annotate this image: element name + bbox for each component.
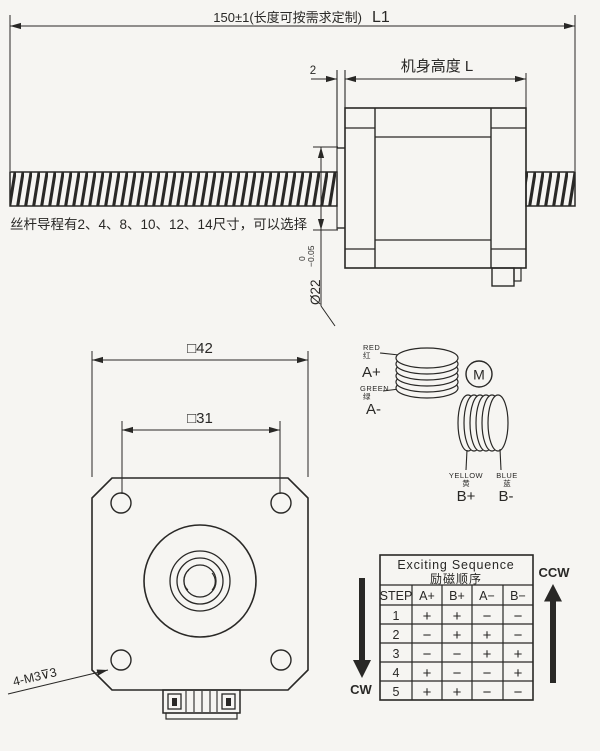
wire-red-label: RED [363, 343, 380, 352]
mounting-hole-bottom-right [270, 649, 292, 671]
wire-b-minus [499, 448, 502, 471]
svg-text:−: − [483, 608, 492, 625]
svg-text:−: − [453, 665, 462, 682]
svg-text:4-M3⊽3: 4-M3⊽3 [12, 665, 59, 689]
sequence-row-1: 1 + + − − [393, 608, 523, 625]
dim-shaft-diameter [313, 146, 338, 327]
phase-b-plus-label: B+ [457, 488, 476, 505]
svg-text:2: 2 [393, 628, 400, 642]
wire-a-plus [379, 352, 400, 356]
ccw-label: CCW [538, 565, 570, 580]
lead-screw-rear-end [525, 171, 576, 207]
svg-text:4: 4 [393, 666, 400, 680]
svg-text:+: + [514, 646, 523, 663]
dim-hole-spacing-label: □31 [187, 410, 213, 427]
svg-text:+: + [453, 608, 462, 625]
col-header-b-plus: B+ [449, 589, 465, 603]
svg-text:−: − [514, 684, 523, 701]
svg-text:+: + [453, 684, 462, 701]
wire-red-cn-label: 红 [363, 350, 371, 360]
sequence-title-en: Exciting Sequence [397, 558, 514, 572]
dim-overall-length [9, 15, 576, 171]
dim-face-size [91, 351, 309, 477]
dim-body-height-label: 机身高度 L [401, 58, 474, 75]
svg-text:+: + [423, 608, 432, 625]
dim-l1-label: L1 [372, 9, 390, 26]
ccw-arrow-icon [544, 584, 562, 683]
motor-front-view [7, 351, 309, 720]
wire-blue-cn-label: 蓝 [503, 478, 511, 488]
dim-hole-spacing [121, 421, 281, 494]
mounting-hole-top-left [110, 492, 132, 514]
dim-body-height [345, 73, 527, 108]
wire-yellow-label: YELLOW [449, 471, 484, 480]
svg-text:5: 5 [393, 685, 400, 699]
dim-face-size-label: □42 [187, 340, 213, 357]
mounting-hole-bottom-left [110, 649, 132, 671]
tapped-holes-label: 4-M3⊽3 [12, 665, 59, 689]
svg-text:+: + [483, 646, 492, 663]
svg-text:Ø22: Ø22 [308, 279, 323, 305]
phase-a-plus-label: A+ [362, 364, 381, 381]
sequence-title-cn: 励磁顺序 [430, 571, 482, 586]
motor-symbol-circle [465, 360, 493, 388]
motor-side-view [9, 15, 576, 327]
wire-green-cn-label: 绿 [363, 392, 371, 401]
sequence-row-3: 3 − − + + [393, 646, 523, 663]
sequence-row-4: 4 + − − + [393, 665, 523, 682]
shaft-tol-upper: 0 [297, 256, 307, 261]
shaft-tol-lower: −0.05 [306, 245, 316, 267]
wiring-diagram [379, 347, 509, 471]
dim-overall-length-label: 150±1(长度可按需求定制) [213, 10, 362, 25]
mounting-hole-top-right [270, 492, 292, 514]
col-header-a-minus: A− [479, 589, 495, 603]
svg-text:−: − [483, 684, 492, 701]
col-header-b-minus: B− [510, 589, 526, 603]
wire-yellow-cn-label: 黄 [462, 478, 470, 488]
svg-text:−: − [423, 646, 432, 663]
phase-b-minus-label: B- [499, 488, 514, 505]
center-boss [143, 524, 257, 638]
col-header-a-plus: A+ [419, 589, 435, 603]
wire-blue-label: BLUE [496, 471, 518, 480]
phase-b-coil [457, 394, 509, 452]
rear-connector-side [491, 267, 515, 287]
svg-text:+: + [453, 627, 462, 644]
svg-text:−: − [514, 608, 523, 625]
shaft-diameter-label: Ø22 −0.05 0 [297, 245, 323, 305]
sequence-row-2: 2 − + + − [393, 627, 523, 644]
svg-text:−: − [483, 665, 492, 682]
lead-screw-note: 丝杆导程有2、4、8、10、12、14尺寸，可以选择 [10, 217, 308, 232]
svg-text:−: − [423, 627, 432, 644]
svg-text:+: + [483, 627, 492, 644]
cw-arrow-icon [353, 578, 371, 678]
svg-text:+: + [514, 665, 523, 682]
phase-a-minus-label: A- [366, 401, 381, 418]
wire-b-plus [465, 449, 468, 471]
col-header-step: STEP [380, 589, 413, 603]
cw-label: CW [350, 682, 372, 697]
phase-a-coil [395, 347, 459, 399]
svg-text:−: − [453, 646, 462, 663]
dim-boss-offset-label: 2 [310, 65, 316, 77]
motor-symbol-label: M [473, 367, 485, 383]
svg-text:+: + [423, 665, 432, 682]
svg-text:−: − [514, 627, 523, 644]
rear-connector-side-step [513, 267, 522, 282]
wire-green-label: GREEN [360, 384, 389, 393]
front-face-outline [91, 477, 309, 691]
front-connector [162, 689, 241, 720]
svg-text:+: + [423, 684, 432, 701]
sequence-row-5: 5 + + − − [393, 684, 523, 701]
tapped-holes-leader [7, 669, 109, 695]
svg-text:1: 1 [393, 609, 400, 623]
svg-text:3: 3 [393, 647, 400, 661]
exciting-sequence-table [379, 554, 534, 701]
motor-body [337, 107, 527, 287]
lead-screw [9, 171, 338, 207]
